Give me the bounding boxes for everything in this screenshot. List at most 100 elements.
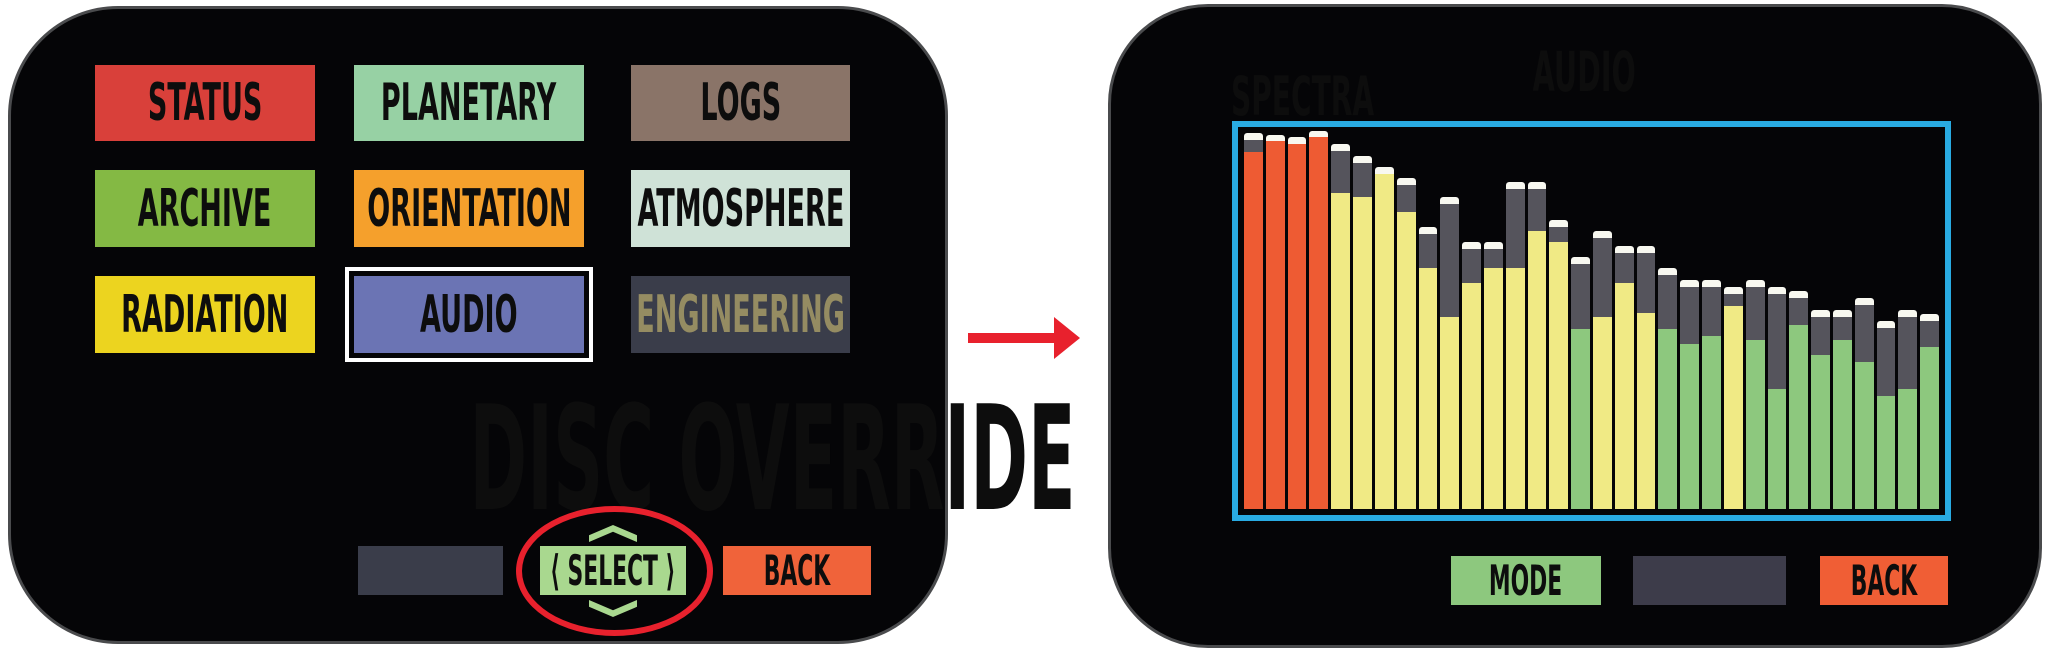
button-label: ARCHIVE	[138, 178, 272, 239]
spectrum-bar	[1636, 133, 1656, 509]
peak-cap	[1418, 227, 1438, 235]
peak-cap	[1571, 257, 1590, 265]
peak-cap	[1789, 290, 1809, 298]
peak-cap	[1876, 321, 1896, 329]
spectrum-bar	[1244, 133, 1263, 509]
peak-cap	[1331, 144, 1351, 152]
chart-title-text: AUDIO	[1532, 40, 1636, 104]
button-label: STATUS	[147, 73, 263, 133]
back-button-left-panel[interactable]: BACK	[723, 546, 871, 595]
peak-cap	[1483, 242, 1503, 250]
spectrum-bar	[1767, 133, 1787, 509]
spectrum-bar	[1505, 133, 1525, 509]
spectrum-bar	[1593, 133, 1612, 509]
flow-arrow-line	[968, 333, 1056, 343]
peak-cap	[1920, 313, 1939, 321]
peak-cap	[1723, 287, 1743, 295]
spectrum-bar	[1549, 133, 1569, 509]
button-status[interactable]: STATUS	[95, 65, 315, 141]
spectrum-bar	[1658, 133, 1678, 509]
spectrum-bar	[1396, 133, 1416, 509]
back-button-label: BACK	[763, 545, 831, 595]
spectrum-bar	[1331, 133, 1351, 509]
spectrum-bar	[1571, 133, 1590, 509]
spectrum-bar	[1723, 133, 1743, 509]
chart-title: AUDIO	[1484, 40, 1684, 104]
peak-cap	[1462, 242, 1481, 250]
spectrum-bar	[1483, 133, 1503, 509]
button-radiation[interactable]: RADIATION	[95, 276, 315, 353]
spectrum-bar	[1854, 133, 1874, 509]
spectrum-bar	[1811, 133, 1830, 509]
blank-button-left-panel[interactable]	[358, 546, 503, 595]
spectrum-bar	[1898, 133, 1918, 509]
page-title: DISC OVERRIDE	[141, 387, 1075, 532]
button-label: RADIATION	[121, 284, 289, 345]
spectrum-bar	[1353, 133, 1372, 509]
peak-cap	[1265, 134, 1285, 141]
spectrum-bar	[1440, 133, 1460, 509]
spectrum-chart	[1232, 121, 1951, 521]
disc-override-panel: STATUS PLANETARY LOGS ARCHIVE ORIENTATION ATM…	[8, 6, 1076, 644]
spectrum-bar	[1680, 133, 1700, 509]
spectrum-bars	[1244, 131, 1939, 509]
audio-spectra-panel: SPECTRA AUDIO MODE BACK	[1108, 4, 2042, 648]
spectrum-bar	[1462, 133, 1481, 509]
mode-button[interactable]: MODE	[1451, 556, 1601, 605]
peak-cap	[1549, 219, 1569, 227]
button-engineering[interactable]: ENGINEERING	[631, 276, 850, 353]
mode-button-label: MODE	[1489, 555, 1563, 605]
button-atmosphere[interactable]: ATMOSPHERE	[631, 170, 850, 247]
peak-cap	[1505, 181, 1525, 189]
spectrum-bar	[1745, 133, 1765, 509]
peak-cap	[1767, 287, 1787, 295]
peak-cap	[1636, 245, 1656, 253]
spectrum-bar	[1418, 133, 1438, 509]
peak-cap	[1811, 309, 1830, 317]
blank-button-right-panel[interactable]	[1633, 556, 1786, 605]
peak-cap	[1614, 245, 1634, 253]
peak-cap	[1702, 279, 1721, 287]
peak-cap	[1593, 230, 1612, 238]
spectra-label-text: SPECTRA	[1231, 65, 1375, 128]
back-button-label: BACK	[1850, 555, 1918, 605]
spectra-label: SPECTRA	[1231, 65, 1506, 128]
spectrum-bar	[1876, 133, 1896, 509]
flow-arrow-icon	[1054, 317, 1080, 359]
spectrum-bar	[1702, 133, 1721, 509]
peak-cap	[1374, 166, 1394, 174]
button-logs[interactable]: LOGS	[631, 65, 850, 141]
spectrum-bar	[1832, 133, 1852, 509]
button-planetary[interactable]: PLANETARY	[354, 65, 584, 141]
spectrum-bar	[1309, 131, 1329, 509]
button-orientation[interactable]: ORIENTATION	[354, 170, 584, 247]
button-label: ATMOSPHERE	[637, 178, 844, 239]
spectrum-bar	[1265, 133, 1285, 509]
spectrum-bar	[1789, 133, 1809, 509]
peak-cap	[1440, 196, 1460, 204]
button-label: AUDIO	[420, 284, 518, 345]
spectrum-bar	[1527, 133, 1547, 509]
button-audio[interactable]: AUDIO	[345, 267, 593, 362]
peak-cap	[1353, 155, 1372, 163]
peak-cap	[1244, 133, 1263, 141]
peak-cap	[1658, 268, 1678, 276]
selection-highlight-ellipse	[516, 506, 713, 636]
spectrum-bar	[1614, 133, 1634, 509]
peak-cap	[1527, 181, 1547, 189]
spectrum-bar	[1920, 133, 1939, 509]
spectrum-bar	[1374, 133, 1394, 509]
spectrum-bar	[1287, 133, 1307, 509]
peak-cap	[1680, 279, 1700, 287]
peak-cap	[1898, 309, 1918, 317]
page-title-text: DISC OVERRIDE	[469, 375, 1076, 544]
peak-cap	[1745, 279, 1765, 287]
button-archive[interactable]: ARCHIVE	[95, 170, 315, 247]
back-button-right-panel[interactable]: BACK	[1820, 556, 1948, 605]
peak-cap	[1832, 309, 1852, 317]
button-label: LOGS	[700, 73, 781, 133]
peak-cap	[1854, 298, 1874, 306]
button-label: ORIENTATION	[366, 178, 572, 239]
peak-cap	[1309, 131, 1329, 137]
button-label: PLANETARY	[381, 73, 557, 133]
